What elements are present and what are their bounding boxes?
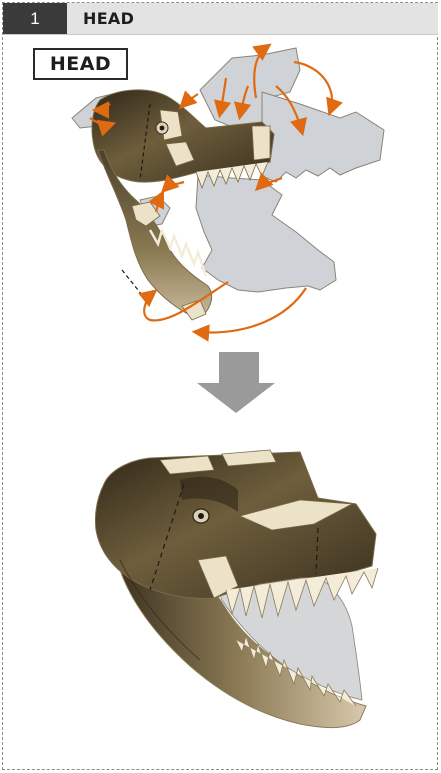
down-arrow-icon — [197, 352, 275, 413]
exploded-head-diagram — [72, 46, 384, 333]
assembled-head-illustration — [95, 450, 378, 727]
